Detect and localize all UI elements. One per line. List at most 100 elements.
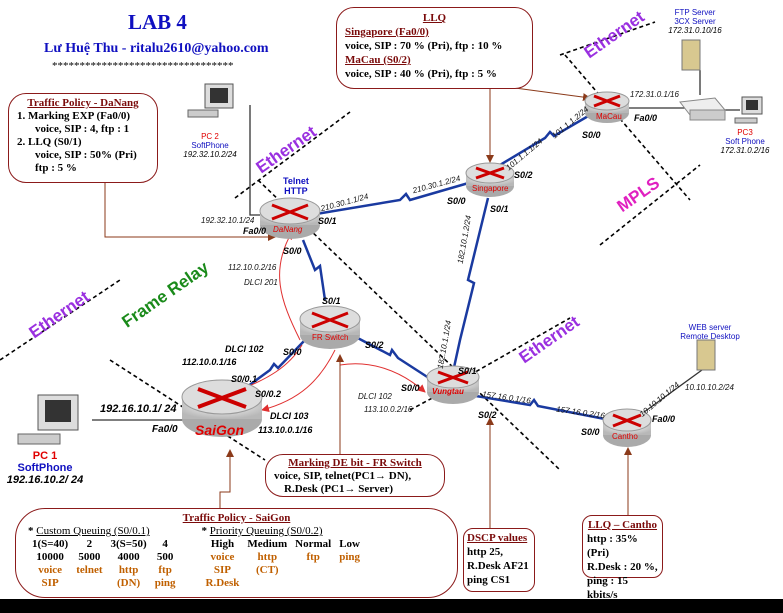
cq-cell: voice	[38, 564, 63, 576]
separator-stars: *********************************	[52, 60, 234, 72]
sg-s01: S0/1	[490, 204, 509, 214]
danang-policy-line: 1. Marking EXP (Fa0/0)	[17, 110, 131, 122]
cq-cell: 4	[162, 538, 168, 550]
marking-de-title: Marking DE bit - FR Switch	[288, 457, 422, 469]
pc3-name: PC3	[737, 128, 753, 137]
router-cantho[interactable]: Cantho	[612, 432, 638, 441]
ftp-server-icon	[681, 39, 701, 71]
cq-row: voice telnet http ftp	[28, 564, 180, 577]
pc3-label[interactable]: PC3 Soft Phone 172.31.0.2/16	[710, 128, 780, 155]
http-label: HTTP	[284, 186, 308, 196]
pq-row: R.Desk	[202, 577, 365, 590]
policy-connectors	[104, 87, 632, 528]
pq-cell: SIP	[213, 564, 232, 576]
pq-cell: (CT)	[255, 564, 279, 576]
cq-cell: 10000	[36, 551, 64, 563]
cantho-fa: Fa0/0	[652, 414, 676, 424]
cq-cell: 2	[86, 538, 93, 550]
pc2-icon	[187, 83, 234, 118]
bottom-border	[0, 599, 783, 613]
router-vungtau[interactable]: Vungtau	[432, 387, 464, 396]
dscp-line: http 25,	[467, 546, 504, 558]
web-server-name: WEB server	[688, 323, 732, 332]
web-server-label[interactable]: WEB server Remote Desktop	[670, 323, 750, 341]
mc-fa: Fa0/0	[634, 113, 658, 123]
cq-cell: http	[118, 564, 139, 576]
vungtau-s00: S0/0	[401, 383, 420, 393]
pc1-name: PC 1	[32, 450, 58, 462]
hub-switch-icon	[679, 97, 726, 121]
saigon-fa: Fa0/0	[152, 424, 178, 435]
llq-cantho-line: ping : 15 kbits/s	[587, 575, 628, 601]
pc1-label[interactable]: PC 1 SoftPhone 192.16.10.2/ 24	[5, 450, 85, 486]
author: Lư Huệ Thu - ritalu2610@yahoo.com	[44, 41, 269, 56]
router-macau[interactable]: MaCau	[596, 112, 622, 121]
cq-cell: 3(S=50)	[110, 538, 147, 550]
dn-fr-ip: 112.10.0.2/16	[228, 263, 277, 272]
pq-cell: ping	[339, 551, 360, 563]
dscp-values-box: DSCP values http 25, R.Desk AF21 ping CS…	[463, 528, 535, 592]
saigon-policy-title: Traffic Policy - SaiGon	[182, 512, 291, 524]
router-icons	[181, 91, 652, 447]
pq-cell: Low	[339, 538, 360, 550]
pc2-label[interactable]: PC 2 SoftPhone 192.32.10.2/24	[175, 132, 245, 159]
pq-title: Priority Queuing (S0/0.2)	[209, 525, 323, 537]
cq-cell: ftp	[158, 564, 172, 576]
danang-policy-line: 2. LLQ (S0/1)	[17, 136, 82, 148]
pc1-icon	[17, 394, 79, 445]
pq-cell	[291, 564, 335, 577]
cantho-s00: S0/0	[581, 427, 600, 437]
dn-fa-ip: 192.32.10.1/24	[201, 216, 255, 225]
ftp-server-ip: 172.31.0.10/16	[668, 26, 722, 35]
web-server-icon	[696, 339, 716, 371]
mc-fa-ip: 172.31.0.1/16	[630, 90, 679, 99]
web-server-role: Remote Desktop	[680, 332, 740, 341]
ftp-server-label[interactable]: FTP Server 3CX Server 172.31.0.10/16	[655, 8, 735, 35]
pq-cell: R.Desk	[205, 577, 240, 589]
pc3-role: Soft Phone	[725, 137, 765, 146]
pc2-name: PC 2	[201, 132, 219, 141]
saigon-s002: S0/0.2	[255, 389, 282, 399]
danang-policy-line: voice, SIP : 4, ftp : 1	[35, 123, 130, 135]
pq-cell: voice	[210, 551, 235, 563]
pq-cell: ftp	[306, 551, 320, 563]
pc3-ip: 172.31.0.2/16	[720, 146, 770, 155]
pq-cell: High	[210, 538, 235, 550]
sg-s00: S0/0	[447, 196, 466, 206]
serial-links	[239, 113, 611, 422]
cq-cell: 1(S=40)	[32, 538, 69, 550]
saigon-ip2: 113.10.0.1/16	[258, 425, 313, 435]
dlci-201: DLCI 201	[244, 278, 278, 287]
llq-cantho-line: http : 35%(Pri)	[587, 533, 638, 559]
pq-row: High Medium Normal Low	[202, 538, 365, 551]
pq-cell: Medium	[247, 538, 288, 550]
marking-de-line: voice, SIP, telnet(PC1→ DN),	[274, 470, 412, 482]
llq-cantho-box: LLQ – Cantho http : 35%(Pri) R.Desk : 20…	[582, 515, 663, 601]
cq-cell: telnet	[76, 564, 103, 576]
router-singapore[interactable]: Singapore	[472, 184, 509, 193]
pq-bullet: *	[201, 525, 210, 537]
dn-s00: S0/0	[283, 246, 302, 256]
llq-cantho-title: LLQ – Cantho	[587, 519, 658, 531]
pc1-ip: 192.16.10.2/ 24	[6, 474, 84, 486]
router-danang[interactable]: DaNang	[273, 225, 303, 234]
dn-s01: S0/1	[318, 216, 337, 226]
pc1-role: SoftPhone	[17, 462, 73, 474]
traffic-policy-danang-box: Traffic Policy - DaNang 1. Marking EXP (…	[8, 93, 158, 183]
danang-policy-line: voice, SIP : 50% (Pri)	[35, 149, 137, 161]
llq-singapore-heading: Singapore (Fa0/0)	[345, 26, 429, 38]
router-saigon[interactable]: SaiGon	[195, 422, 245, 438]
danang-policy-title: Traffic Policy - DaNang	[27, 97, 139, 109]
llq-macau-line: voice, SIP : 40 % (Pri), ftp : 5 %	[345, 68, 497, 80]
llq-cantho-line: R.Desk : 20 %,	[587, 561, 658, 573]
pc2-ip: 192.32.10.2/24	[183, 150, 237, 159]
router-frswitch[interactable]: FR Switch	[312, 333, 349, 342]
saigon-ip1: 112.10.0.1/16	[182, 357, 237, 367]
ftp-server-role: 3CX Server	[674, 17, 716, 26]
pq-cell: Normal	[295, 538, 332, 550]
